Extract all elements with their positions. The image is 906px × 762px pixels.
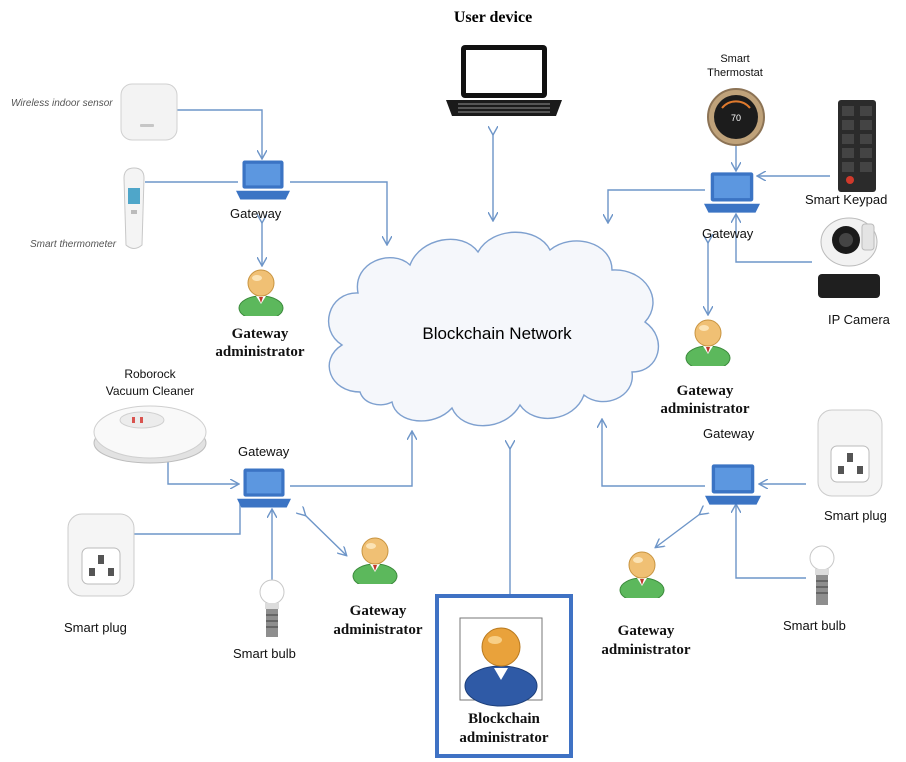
smart-plug-left-label: Smart plug xyxy=(64,620,127,635)
robot-vacuum-icon xyxy=(93,405,207,464)
smart-bulb-left-icon xyxy=(259,579,285,637)
smart-bulb-right-label: Smart bulb xyxy=(783,618,846,633)
admin-line2: administrator xyxy=(215,344,305,360)
blockchain-admin-box xyxy=(435,594,573,758)
gateway-bottom-right-icon xyxy=(705,464,761,505)
gateway-admin-bottom-right-label: Gateway administrator xyxy=(588,622,704,660)
blockchain-admin-line2: administrator xyxy=(459,730,549,746)
gateway-admin-top-right-icon xyxy=(685,319,731,366)
admin-line2: administrator xyxy=(660,401,750,417)
blockchain-network-label: Blockchain Network xyxy=(422,324,572,343)
vacuum-label: Roborock Vacuum Cleaner xyxy=(100,366,200,400)
smart-plug-right-icon xyxy=(817,409,883,497)
gateway-admin-top-right-label: Gateway administrator xyxy=(650,382,760,418)
user-device-laptop-icon xyxy=(446,45,562,116)
admin-line2: administrator xyxy=(601,642,691,658)
admin-line2: administrator xyxy=(333,622,423,638)
gateway-top-right-icon xyxy=(704,172,760,213)
smart-keypad-icon xyxy=(838,100,876,192)
blockchain-network-cloud xyxy=(327,231,660,427)
smart-plug-left-icon xyxy=(67,513,135,597)
user-device-label: User device xyxy=(454,9,532,26)
gateway-bottom-left-label: Gateway xyxy=(238,444,290,459)
gateway-top-left-icon xyxy=(236,160,290,200)
thermostat-line1: Smart xyxy=(720,53,750,65)
admin-line1: Gateway xyxy=(349,603,407,619)
smart-bulb-left-label: Smart bulb xyxy=(233,646,296,661)
gateway-admin-bottom-left-label: Gateway administrator xyxy=(318,602,438,640)
smart-thermostat-label: Smart Thermostat xyxy=(700,52,770,80)
smart-plug-right-label: Smart plug xyxy=(824,508,887,523)
gateway-admin-top-left-label: Gateway administrator xyxy=(210,325,310,361)
ip-camera-icon xyxy=(818,217,880,298)
smart-thermometer-icon xyxy=(123,167,145,249)
connection-lines xyxy=(128,109,830,610)
vacuum-line1: Roborock xyxy=(124,367,176,381)
admin-line1: Gateway xyxy=(617,623,675,639)
ip-camera-label: IP Camera xyxy=(828,312,890,327)
admin-line1: Gateway xyxy=(231,326,289,342)
gateway-admin-top-left-icon xyxy=(238,269,284,316)
smart-bulb-right-icon xyxy=(809,545,835,605)
smart-thermometer-label: Smart thermometer xyxy=(30,239,117,250)
gateway-bottom-left-icon xyxy=(237,468,291,508)
smart-thermostat-icon xyxy=(707,88,765,146)
blockchain-admin-label: Blockchain administrator xyxy=(437,710,571,748)
gateway-top-right-label: Gateway xyxy=(702,226,754,241)
gateway-admin-bottom-left-icon xyxy=(352,537,398,584)
wireless-indoor-sensor-icon xyxy=(120,83,178,141)
gateway-admin-bottom-right-icon xyxy=(619,551,665,598)
thermostat-reading: 70 xyxy=(731,113,741,123)
gateway-bottom-right-label: Gateway xyxy=(703,426,755,441)
admin-line1: Gateway xyxy=(676,383,734,399)
blockchain-admin-line1: Blockchain xyxy=(468,711,540,727)
gateway-top-left-label: Gateway xyxy=(230,206,282,221)
thermostat-line2: Thermostat xyxy=(707,67,763,79)
vacuum-line2: Vacuum Cleaner xyxy=(105,384,195,398)
smart-keypad-label: Smart Keypad xyxy=(805,192,888,207)
wireless-sensor-label: Wireless indoor sensor xyxy=(11,98,113,109)
